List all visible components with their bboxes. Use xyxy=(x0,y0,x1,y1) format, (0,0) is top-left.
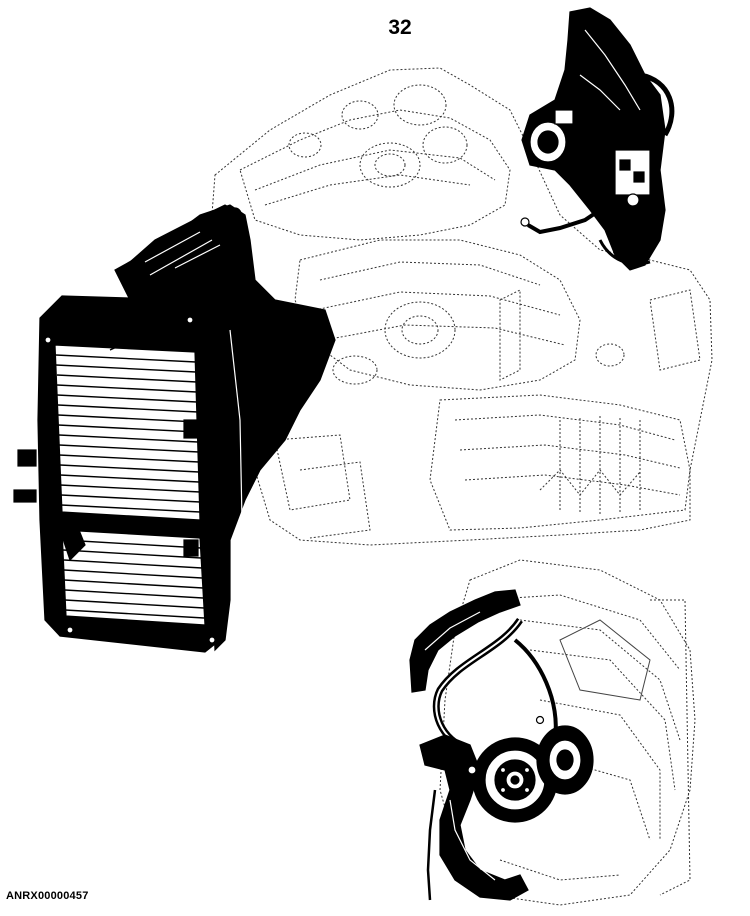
page-number: 32 xyxy=(388,16,412,39)
thermostat-housing-detail xyxy=(520,7,675,271)
radiator-assembly xyxy=(13,204,336,653)
radiator-fins xyxy=(55,354,201,513)
figure-reference-code: ANRX00000457 xyxy=(6,890,89,902)
cooler-fins xyxy=(62,539,205,619)
ghosted-engine-block xyxy=(209,67,713,546)
water-pump-detail xyxy=(409,559,696,906)
